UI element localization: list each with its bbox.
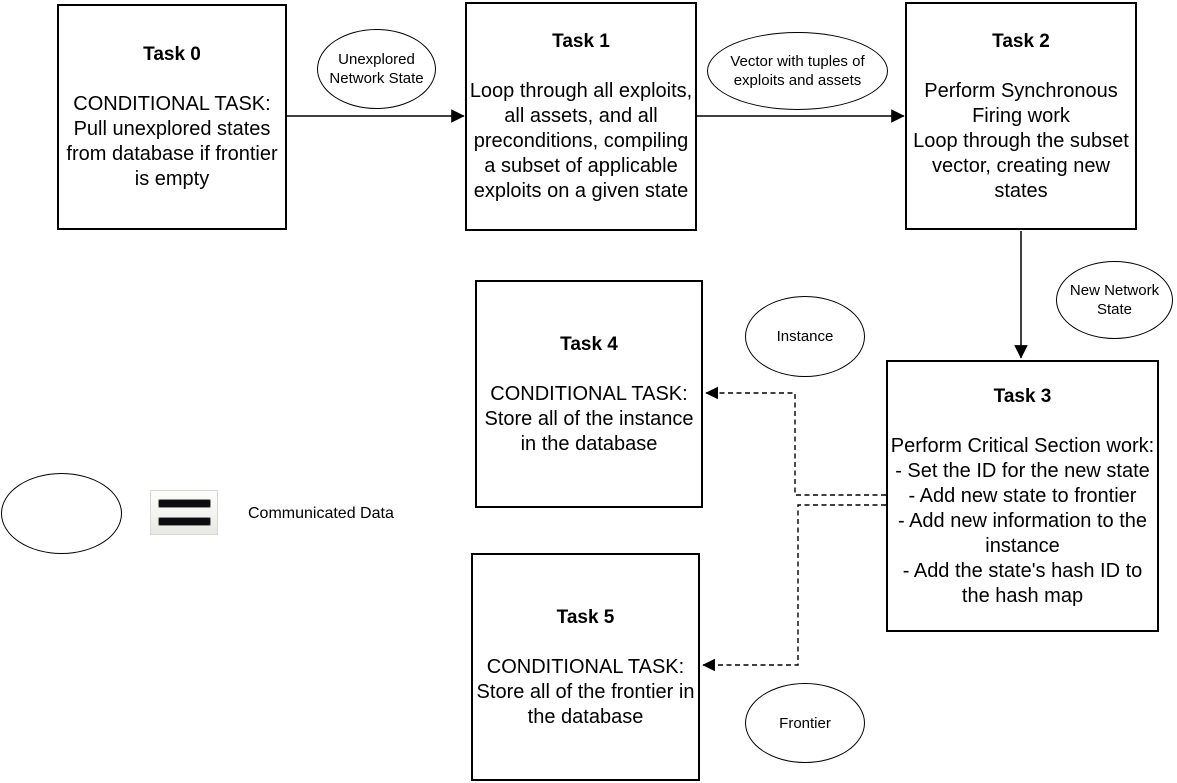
dashed-arrow-task3-to-task5 [702,504,886,672]
task-5-body: CONDITIONAL TASK: Store all of the front… [476,655,695,728]
task-3-box: Task 3 Perform Critical Section work: - … [886,360,1159,632]
vector-with-tuples-oval: Vector with tuples of exploits and asset… [707,32,888,110]
task-2-title: Task 2 [992,30,1050,52]
task-0-box: Task 0 CONDITIONAL TASK: Pull unexplored… [57,4,287,230]
equals-icon [150,490,218,535]
frontier-oval: Frontier [745,683,865,763]
task-4-box: Task 4 CONDITIONAL TASK: Store all of th… [475,280,703,508]
task-5-box: Task 5 CONDITIONAL TASK: Store all of th… [471,553,700,781]
task-2-body: Perform Synchronous Firing work Loop thr… [913,79,1129,202]
task-3-body: Perform Critical Section work: - Set the… [890,434,1155,607]
task-0-body: CONDITIONAL TASK: Pull unexplored states… [66,93,278,190]
task-5-title: Task 5 [556,606,615,628]
instance-oval: Instance [745,296,865,377]
new-network-state-label: New Network State [1069,282,1160,318]
unexplored-network-state-label: Unexplored Network State [329,51,424,87]
unexplored-network-state-oval: Unexplored Network State [317,29,436,109]
instance-label: Instance [776,328,834,345]
task-1-box: Task 1 Loop through all exploits, all as… [465,2,697,231]
frontier-label: Frontier [779,714,831,732]
task-4-body: CONDITIONAL TASK: Store all of the insta… [484,382,694,455]
new-network-state-oval: New Network State [1056,261,1173,339]
dashed-arrow-task3-to-task4 [705,386,886,496]
task-1-title: Task 1 [552,31,610,52]
equals-bar-top [157,499,211,508]
task-2-box: Task 2 Perform Synchronous Firing work L… [905,2,1137,230]
task-1-body: Loop through all exploits, all assets, a… [469,80,693,202]
legend-oval [1,473,122,554]
task-0-title: Task 0 [143,44,201,65]
task-4-title: Task 4 [560,333,618,355]
task-3-title: Task 3 [993,385,1052,407]
legend-label: Communicated Data [248,505,394,522]
equals-bar-bottom [157,517,211,526]
vector-with-tuples-label: Vector with tuples of exploits and asset… [730,53,865,89]
